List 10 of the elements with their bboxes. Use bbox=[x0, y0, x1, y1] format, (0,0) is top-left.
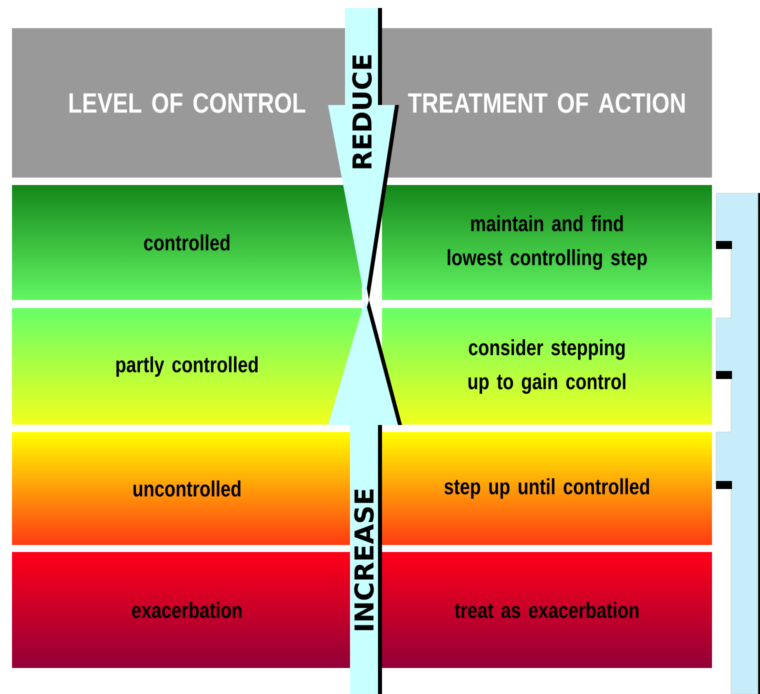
table-cell: controlled bbox=[144, 234, 230, 251]
table-cell: step up until controlled bbox=[444, 478, 650, 499]
table-cell: consider stepping up to gain control bbox=[468, 339, 626, 394]
table-cell: maintain and find lowest controlling step bbox=[448, 215, 647, 270]
table-cell: uncontrolled bbox=[134, 480, 240, 497]
header-cell: LEVEL OF CONTROL bbox=[70, 93, 306, 113]
table-cell: partly controlled bbox=[116, 356, 258, 377]
table-cell: treat as exacerbation bbox=[454, 602, 638, 618]
header-cell: TREATMENT OF ACTION bbox=[408, 93, 685, 113]
table-cell: exacerbation bbox=[132, 602, 242, 618]
